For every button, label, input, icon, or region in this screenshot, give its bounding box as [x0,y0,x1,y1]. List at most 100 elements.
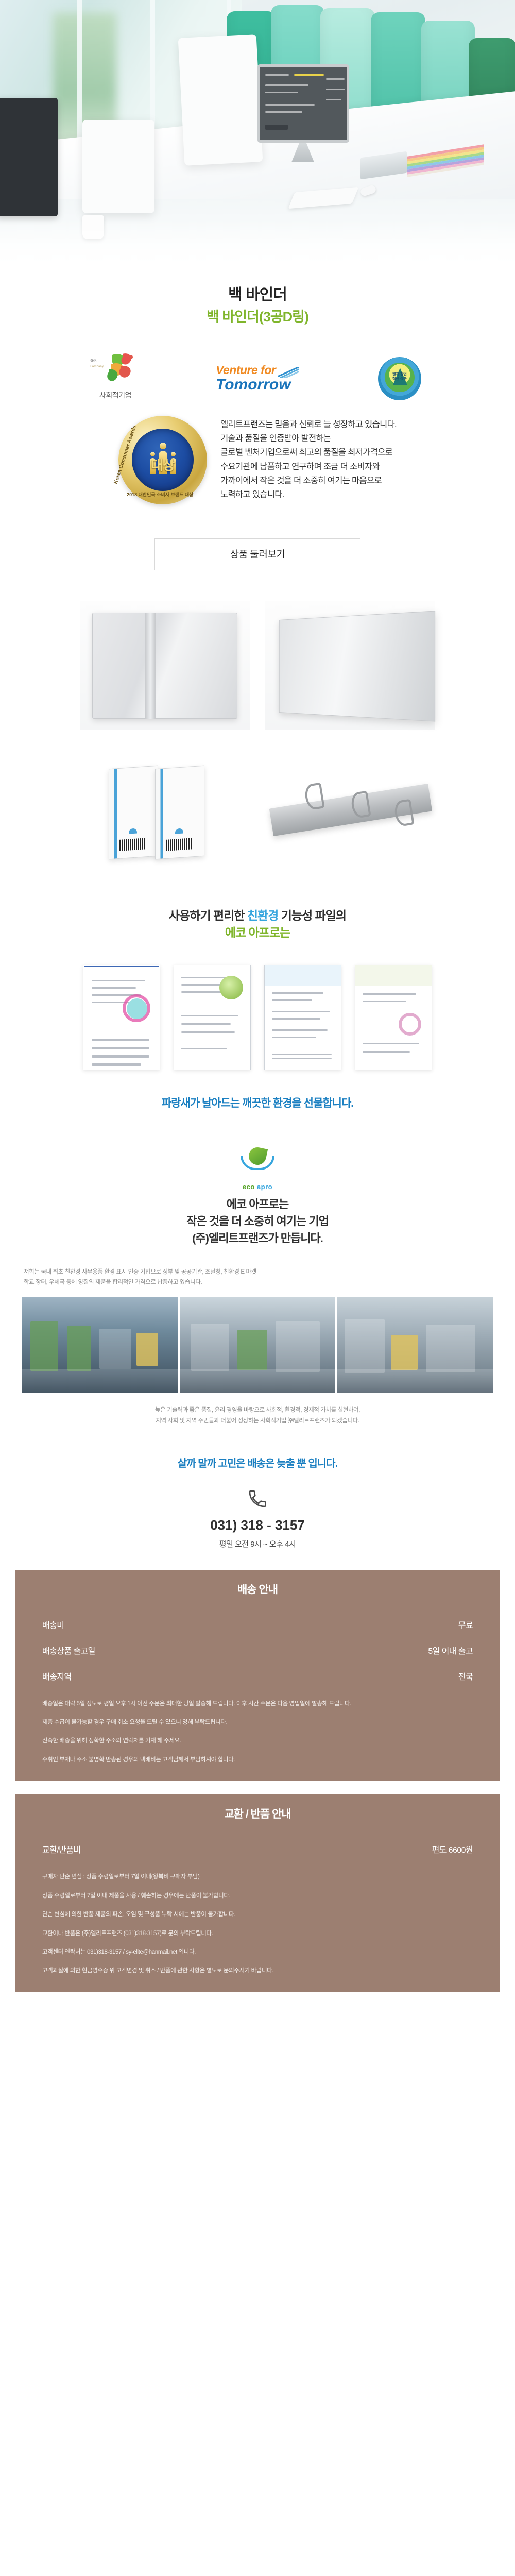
cert-venture-startup-innovation: 벤처 창업 혁신 상품 [353,357,446,400]
eco-brand-block: eco apro 에코 아프로는 작은 것을 더 소중히 여기는 기업 (주)엘… [0,1128,515,1256]
eco-head-line1: 에코 아프로는 [226,1198,289,1211]
imac-back [178,34,263,166]
row-key: 배송지역 [42,1672,72,1682]
package-box-photo [80,746,250,875]
row-value: 편도 6600원 [432,1846,473,1855]
cert-social-enterprise: 365 Company 사회적기업 [69,350,162,400]
table-row: 배송상품 출고일 5일 이내 출고 [42,1637,473,1663]
medal-figures [132,442,194,474]
hero-office-image [0,0,515,276]
feature-heading-line2: 에코 아프로는 [225,925,290,939]
contact-phone-number[interactable]: 031) 318 - 3157 [210,1517,305,1533]
medal-grade-text: 대상 [151,457,175,473]
cert-venture-for-tomorrow: Venture for Tomorrow [211,360,304,400]
shipping-note-4: 수취인 부재나 주소 불명확 반송된 경우의 택배비는 고객님께서 부담하셔야 … [42,1756,235,1763]
design-registration-certificate [355,965,432,1071]
feature-heading-part2: 기능성 파일의 [278,908,347,922]
gray-note-line2: 학교 장터, 우체국 등에 양질의 제품을 합리적인 가격으로 납품하고 있습니… [24,1279,202,1285]
factory-caption: 높은 기술력과 좋은 품질, 윤리 경영을 바탕으로 사회적, 환경적, 경제적… [0,1395,515,1431]
feature-heading-highlight: 친환경 [247,908,279,922]
row-key: 배송비 [42,1621,64,1630]
left-monitor [0,98,58,216]
eco-word-apro: apro [256,1183,273,1191]
blue-headline: 파랑새가 날아드는 깨끗한 환경을 선물합니다. [161,1097,354,1110]
exchange-note-6: 고객과실에 의한 현금영수증 위 고객변경 및 취소 / 반품에 관한 사항은 … [42,1968,274,1974]
svg-text:Company: Company [90,364,104,368]
exchange-panel-title: 교환 / 반품 안내 [33,1794,482,1832]
exchange-panel-rows: 교환/반품비 편도 6600원 [15,1831,500,1864]
innovation-product-certificate [174,965,251,1071]
patent-certificate [264,965,341,1071]
korea-consumer-awards-medal: Korea Consumer Awards 2018 대한민국 소비자 브랜드 … [113,415,208,504]
eco-apro-wordmark: eco apro [0,1183,515,1191]
contact-block: 031) 318 - 3157 평일 오전 9시 ~ 오후 4시 [0,1485,515,1570]
contact-hours: 평일 오전 9시 ~ 오후 4시 [219,1539,296,1549]
venture-certificate [83,965,160,1071]
factory-machinery-photo [180,1297,335,1393]
exchange-panel-notes: 구매자 단순 변심 : 상품 수령일로부터 7일 이내(왕복비 구매자 부담) … [15,1864,500,1992]
caption-line1: 높은 기술력과 좋은 품질, 윤리 경영을 바탕으로 사회적, 환경적, 경제적… [154,1407,360,1414]
feature-heading-part1: 사용하기 편리한 [168,908,247,922]
exchange-note-1: 구매자 단순 변심 : 상품 수령일로부터 7일 이내(왕복비 구매자 부담) [42,1874,200,1880]
vft-line1: Venture for [216,363,276,377]
badge-line2: 혁신 상품 [392,377,407,381]
eco-head-line3: (주)엘리트프랜즈가 만듭니다. [192,1232,323,1245]
company-supply-note: 저희는 국내 최초 친환경 사무용품 환경 표시 인증 기업으로 정부 및 공공… [0,1256,515,1295]
product-photo-row-2 [0,738,515,884]
row-value: 무료 [458,1621,473,1630]
row-key: 배송상품 출고일 [42,1647,95,1656]
badge-line1: 벤처 창업 [392,372,407,376]
bottom-padding [0,1992,515,2006]
product-photo-row-1 [0,593,515,738]
table-row: 배송비 무료 [42,1612,473,1637]
certificate-documents [0,960,515,1073]
intro-line-6: 노력하고 있습니다. [220,490,284,500]
cert-label-social-enterprise: 사회적기업 [99,391,131,399]
medal-disc: 대상 [131,429,194,491]
shipping-panel-title: 배송 안내 [33,1570,482,1606]
row-value: 5일 이내 출고 [428,1647,473,1656]
table-row: 배송지역 전국 [42,1663,473,1689]
intro-line-2: 기술과 품질을 인증받아 발전하는 [220,434,331,444]
browse-button-wrap: 상품 둘러보기 [0,510,515,593]
award-and-intro: Korea Consumer Awards 2018 대한민국 소비자 브랜드 … [0,403,515,510]
vft-line2: Tomorrow [216,376,291,393]
d-ring-mechanism-photo [265,747,435,875]
eco-head-line2: 작은 것을 더 소중히 여기는 기업 [186,1215,329,1228]
social-enterprise-logo: 365 Company [69,350,162,387]
window-mullion [150,0,155,222]
shipping-info-panel: 배송 안내 배송비 무료 배송상품 출고일 5일 이내 출고 배송지역 전국 배… [15,1569,500,1782]
shipping-panel-rows: 배송비 무료 배송상품 출고일 5일 이내 출고 배송지역 전국 [15,1606,500,1691]
caption-line2: 지역 사회 및 지역 주민들과 더불어 성장하는 사회적기업 ㈜엘리트프랜즈가 … [156,1417,359,1424]
row-key: 교환/반품비 [42,1846,81,1855]
shipping-note-1: 배송일은 대략 5일 정도로 평일 오후 1시 이전 주문은 최대한 당일 발송… [42,1700,352,1707]
eco-brand-heading: 에코 아프로는 작은 것을 더 소중히 여기는 기업 (주)엘리트프랜즈가 만듭… [0,1191,515,1247]
factory-photo-row [0,1295,515,1395]
innovation-badge-shape: 벤처 창업 혁신 상품 [378,357,421,400]
exchange-note-3: 단순 변심에 의한 반품 제품의 파손, 오염 및 구성품 누락 시에는 반품이… [42,1911,236,1918]
white-panel [82,120,154,213]
exchange-note-5: 고객센터 연락처는 031)318-3157 / sy-elite@hanmai… [42,1949,196,1955]
intro-line-5: 가까이에서 작은 것을 더 소중히 여기는 마음으로 [220,476,382,485]
eco-apro-logo [235,1146,280,1179]
shipping-note-3: 신속한 배송을 위해 정확한 주소와 연락처를 기재 해 주세요. [42,1738,181,1744]
intro-line-3: 글로벌 벤처기업으로써 최고의 품질을 최저가격으로 [220,448,393,457]
intro-line-4: 수요기관에 납품하고 연구하며 조금 더 소비자와 [220,462,380,471]
page-subtitle: 백 바인더(3공D링) [206,309,309,325]
factory-warehouse-photo [337,1297,493,1393]
venture-for-tomorrow-logo: Venture for Tomorrow [211,360,304,397]
browse-products-button[interactable]: 상품 둘러보기 [154,538,360,570]
window-mullion [77,0,82,222]
exchange-return-panel: 교환 / 반품 안내 교환/반품비 편도 6600원 구매자 단순 변심 : 상… [15,1794,500,1992]
imac-screen [258,64,349,143]
product-detail-page: 백 바인더 백 바인더(3공D링) 365 Company 사회적기업 [0,0,515,2006]
table-row: 교환/반품비 편도 6600원 [42,1836,473,1862]
eco-word-eco: eco [242,1183,255,1191]
medal-bottom-text: 2018 대한민국 소비자 브랜드 대상 [127,492,194,497]
product-title-block: 백 바인더 백 바인더(3공D링) [0,276,515,329]
medal-ring-text: Korea Consumer Awards 2018 대한민국 소비자 브랜드 … [113,416,207,504]
page-title: 백 바인더 [228,286,287,303]
shipping-panel-notes: 배송일은 대략 5일 정도로 평일 오후 1시 이전 주문은 최대한 당일 발송… [15,1691,500,1782]
svg-text:365: 365 [90,358,97,363]
certification-logos: 365 Company 사회적기업 Venture for [0,329,515,403]
